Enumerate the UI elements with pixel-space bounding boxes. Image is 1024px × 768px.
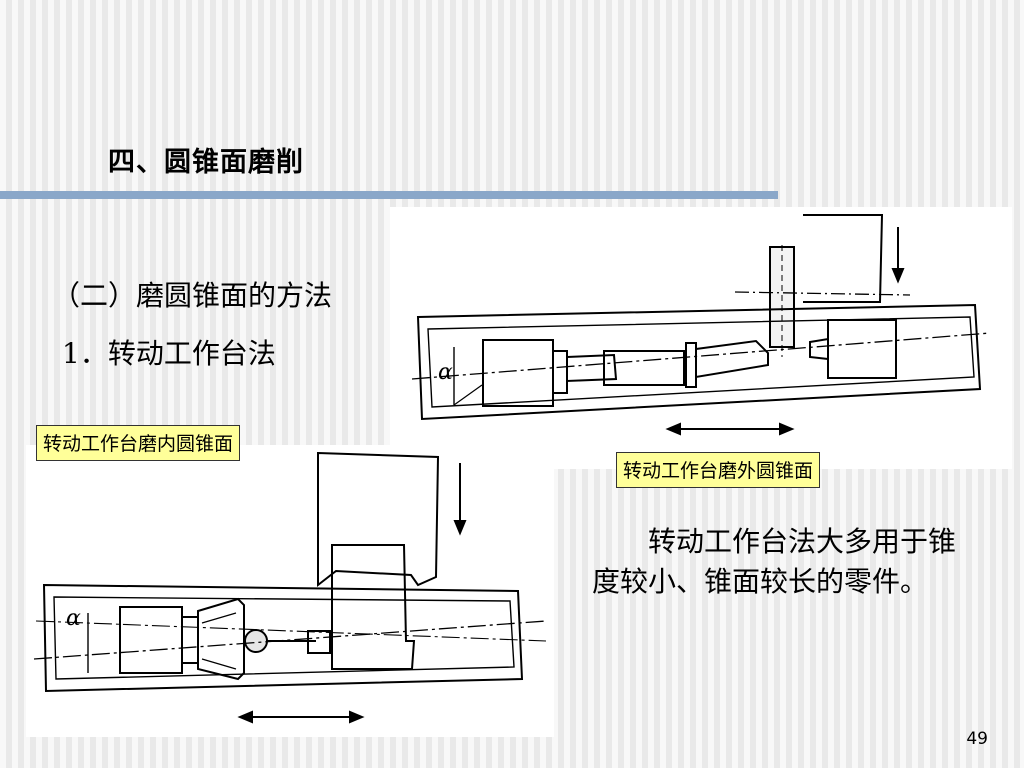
page-number: 49 — [966, 729, 988, 749]
section-subheading: （二）磨圆锥面的方法 — [52, 279, 333, 312]
angle-alpha-label: α — [438, 360, 453, 385]
slide-title: 四、圆锥面磨削 — [108, 147, 304, 178]
internal-cone-grinding-diagram: α — [33, 451, 547, 724]
external-cone-caption: 转动工作台磨外圆锥面 — [616, 452, 821, 488]
title-underline — [0, 191, 778, 199]
internal-cone-caption: 转动工作台磨内圆锥面 — [36, 425, 241, 461]
external-cone-grinding-figure: α — [390, 207, 1012, 469]
method-heading: 1．转动工作台法 — [62, 337, 276, 370]
internal-cone-grinding-figure: α — [26, 445, 554, 737]
external-cone-grinding-diagram: α — [411, 214, 991, 436]
angle-alpha-label: α — [66, 606, 81, 631]
body-paragraph: 转动工作台法大多用于锥度较小、锥面较长的零件。 — [592, 525, 957, 598]
